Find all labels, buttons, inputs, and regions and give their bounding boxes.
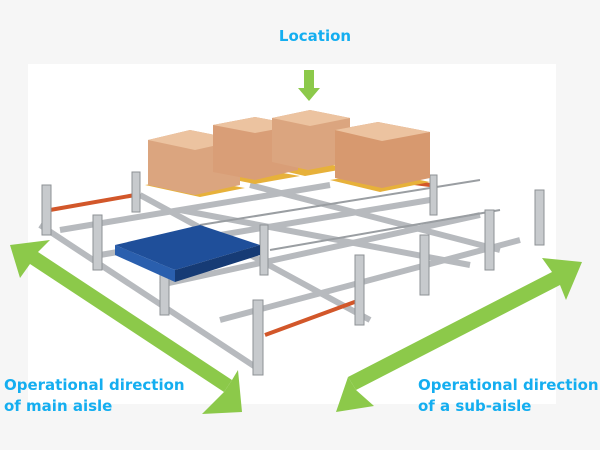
box-stacks bbox=[148, 110, 430, 195]
main-aisle-arrow-icon bbox=[10, 240, 242, 414]
sub-aisle-label-line1: Operational direction bbox=[418, 376, 599, 394]
main-aisle-label: Operational direction of main aisle bbox=[4, 375, 185, 417]
shuttle-vehicle bbox=[115, 225, 260, 270]
location-arrow-icon bbox=[298, 70, 320, 101]
sub-aisle-label: Operational direction of a sub-aisle bbox=[418, 375, 599, 417]
main-aisle-label-line2: of main aisle bbox=[4, 397, 113, 415]
direction-arrows bbox=[10, 70, 582, 414]
sub-aisle-arrow-icon bbox=[336, 258, 582, 412]
rack-posts bbox=[41, 171, 545, 376]
sub-aisle-label-line2: of a sub-aisle bbox=[418, 397, 532, 415]
rails bbox=[38, 182, 521, 373]
main-aisle-label-line1: Operational direction bbox=[4, 376, 185, 394]
location-label: Location bbox=[278, 27, 352, 45]
